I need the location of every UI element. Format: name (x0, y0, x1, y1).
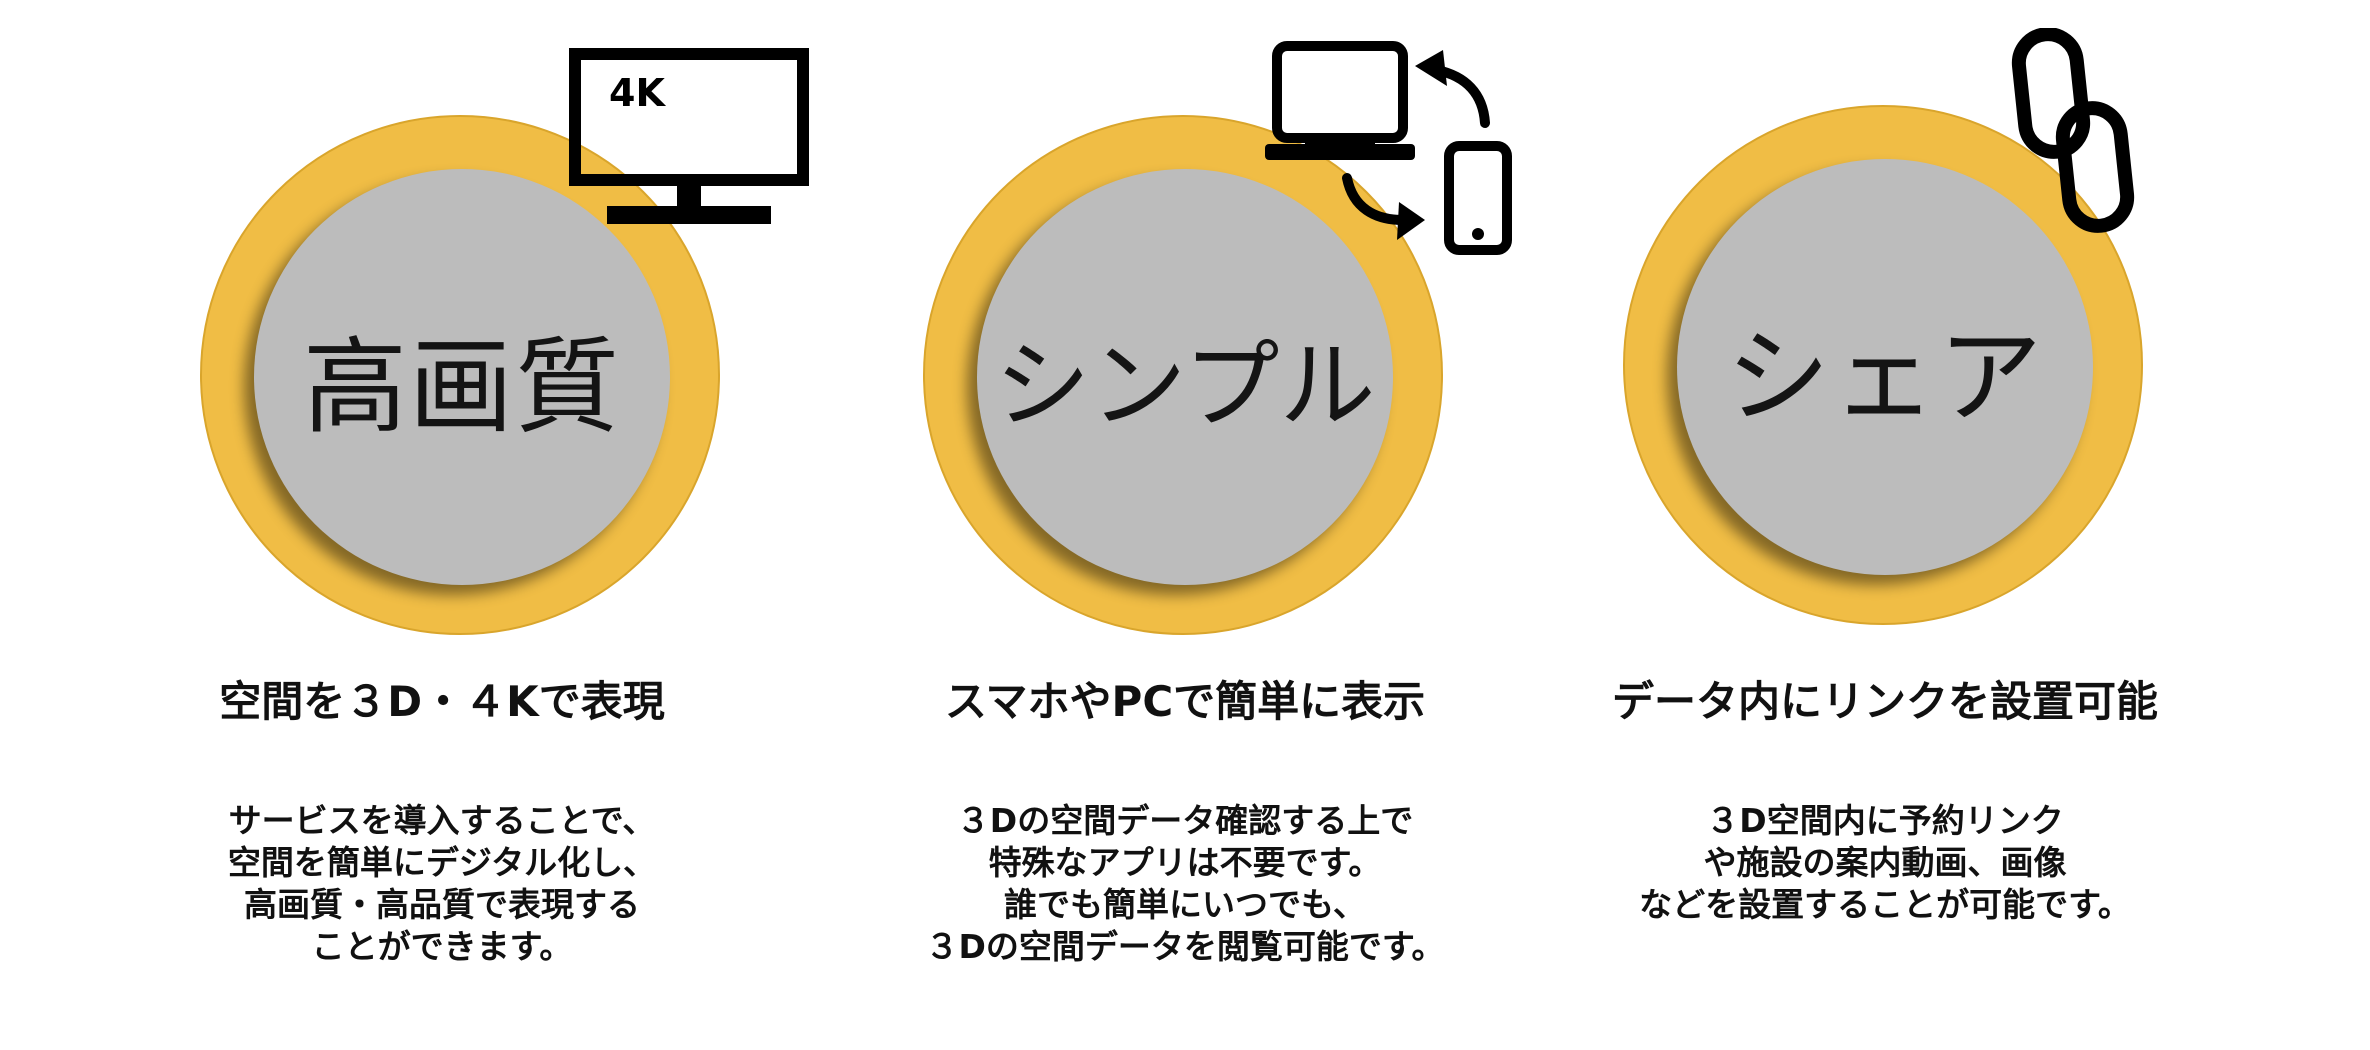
description-line: 誰でも簡単にいつでも、 (1003, 885, 1366, 924)
chain-link-icon (2010, 28, 2140, 238)
description-line: ことができます。 (311, 927, 573, 966)
feature-description: サービスを導入することで、 空間を簡単にデジタル化し、 高画質・高品質で表現する… (62, 800, 822, 968)
description-line: ３Dの空間データを閲覧可能です。 (925, 927, 1445, 966)
monitor-4k-icon: 4K (569, 48, 809, 238)
description-line: ３Dの空間データ確認する上で (956, 801, 1414, 840)
description-line: ３D空間内に予約リンク (1706, 801, 2064, 840)
feature-high-quality: 高画質 4K 空間を３D・４Kで表現 サービスを導入することで、 空間を簡単にデ… (82, 0, 842, 1050)
description-line: 特殊なアプリは不要です。 (988, 843, 1382, 882)
feature-simple: シンプル スマホやPCで簡単に表示 ３Dの空間データ確認する上で 特殊なアプリは… (805, 0, 1565, 1050)
feature-circle-label: シェア (1725, 315, 2044, 438)
feature-disc: 高画質 (254, 169, 670, 585)
description-line: や施設の案内動画、画像 (1703, 843, 2067, 882)
feature-share: シェア データ内にリンクを設置可能 ３D空間内に予約リンク や施設の案内動画、画… (1505, 0, 2265, 1050)
feature-headline: 空間を３D・４Kで表現 (219, 677, 665, 726)
feature-circle-label: シンプル (994, 329, 1376, 442)
description-line: 空間を簡単にデジタル化し、 (227, 843, 657, 882)
description-line: などを設置することが可能です。 (1639, 885, 2131, 924)
pc-smartphone-sync-icon (1265, 38, 1525, 268)
description-line: 高画質・高品質で表現する (244, 885, 640, 924)
feature-headline: スマホやPCで簡単に表示 (944, 677, 1426, 726)
feature-circle-label: 高画質 (302, 325, 621, 448)
monitor-4k-label: 4K (609, 71, 666, 115)
feature-headline: データ内にリンクを設置可能 (1611, 677, 2158, 726)
feature-disc: シェア (1677, 159, 2093, 575)
feature-ring: 高画質 (200, 115, 720, 635)
feature-ring: シェア (1623, 105, 2143, 625)
description-line: サービスを導入することで、 (228, 801, 656, 840)
feature-description: ３D空間内に予約リンク や施設の案内動画、画像 などを設置することが可能です。 (1505, 800, 2265, 926)
feature-disc: シンプル (977, 169, 1393, 585)
feature-description: ３Dの空間データ確認する上で 特殊なアプリは不要です。 誰でも簡単にいつでも、 … (805, 800, 1565, 968)
